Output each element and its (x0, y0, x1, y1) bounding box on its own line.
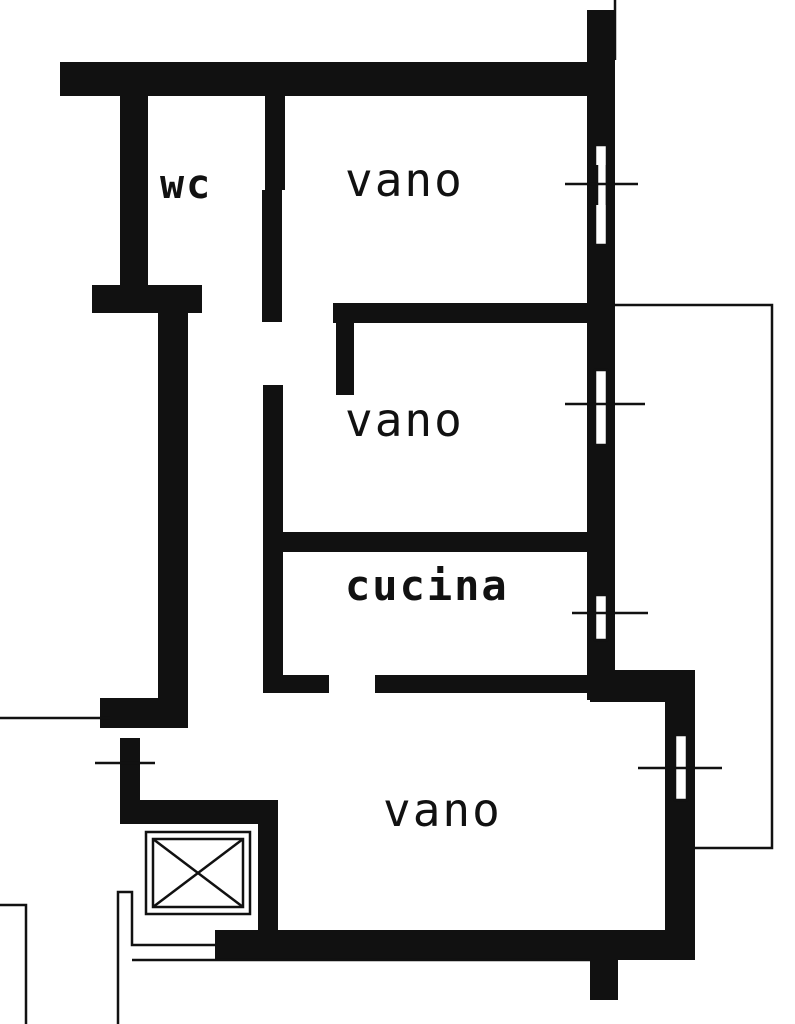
context-lines (0, 0, 617, 1024)
wall-left-lower (120, 738, 140, 818)
label-wc: wc (160, 162, 212, 208)
interior-walls (262, 80, 595, 693)
wall-stair-bottom (215, 930, 275, 960)
window-cucina (593, 593, 609, 642)
window-vano-middle (593, 368, 609, 447)
wall-right-lower (665, 670, 695, 940)
wall-left-foot (100, 698, 188, 728)
shaft-inner (151, 837, 245, 909)
stair-landing-outline (116, 890, 215, 1024)
wall-vano-divider (333, 303, 595, 323)
wall-cucina-bottom-left (263, 675, 329, 693)
wall-top (60, 62, 615, 96)
wall-stair-right (258, 800, 278, 945)
wall-cucina-bottom-right (375, 675, 595, 693)
shaft-symbol (144, 830, 252, 916)
wall-bottom-tail (590, 930, 618, 1000)
wall-left-corridor (158, 285, 188, 725)
wall-wc-divider-upper (265, 80, 285, 190)
wall-cucina-top (263, 532, 595, 552)
exterior-walls (60, 10, 695, 1000)
windows (95, 143, 722, 802)
wall-stair-top (120, 800, 275, 824)
wall-bottom (220, 930, 695, 960)
wall-vano-stub (336, 303, 354, 395)
shaft-outer (144, 830, 252, 916)
wall-wc-left (120, 96, 148, 306)
wall-right-upper (587, 10, 615, 700)
shaft-diagonal-b (152, 838, 244, 908)
label-vano-bottom: vano (383, 783, 502, 837)
label-cucina: cucina (345, 561, 509, 610)
wall-wc-divider-lower (262, 190, 282, 322)
label-vano-top: vano (345, 153, 464, 207)
balcony-outline (612, 303, 774, 850)
room-labels: wc vano vano cucina vano (160, 153, 509, 837)
left-neighbor-outline (0, 903, 28, 1024)
label-vano-middle: vano (345, 393, 464, 447)
